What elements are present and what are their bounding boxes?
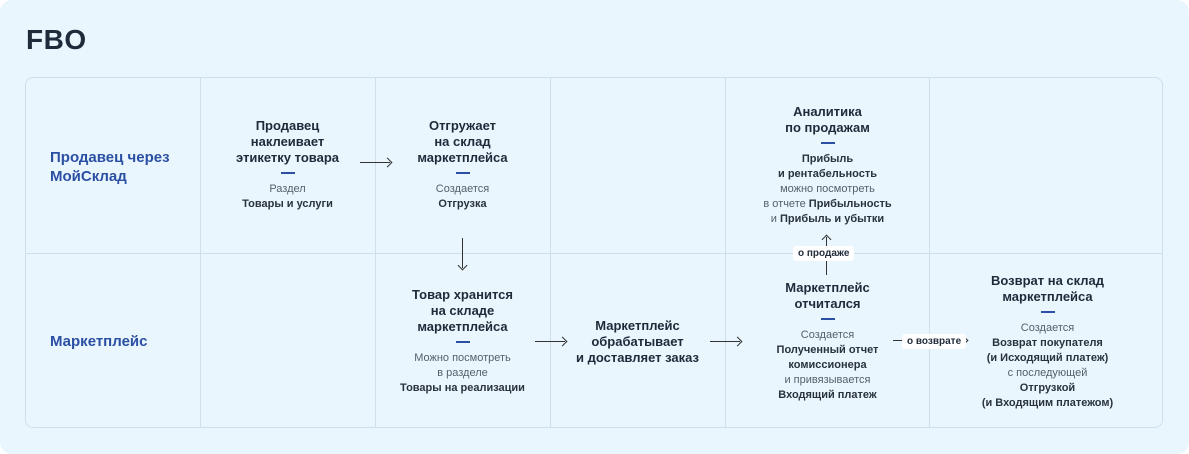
dash-marker [280,172,295,174]
column-divider [200,77,201,428]
arrow-down-icon [462,238,463,268]
column-divider [725,77,726,428]
node-heading: Аналитика по продажам [785,104,870,135]
row-divider [25,253,1163,254]
node-return-to-warehouse: Возврат на склад маркетплейса Создается … [950,273,1145,411]
dash-marker [820,318,835,320]
node-heading: Товар хранится на складе маркетплейса [412,287,513,334]
node-heading: Маркетплейс отчитался [785,280,870,311]
node-marketplace-reported: Маркетплейс отчитался Создается Полученн… [735,280,920,403]
column-divider [375,77,376,428]
row-label-seller: Продавец через МойСклад [50,149,170,185]
column-divider [929,77,930,428]
page-title: FBO [26,24,87,55]
node-sales-analytics: Аналитика по продажам Прибыль и рентабел… [735,104,920,227]
node-heading: Продавец наклеивает этикетку товара [235,118,339,165]
column-divider [550,77,551,428]
flow-grid [25,77,1163,428]
tag-on-sale: о продаже [793,246,855,261]
arrow-right-icon [535,341,565,342]
node-label-product: Продавец наклеивает этикетку товара Разд… [205,118,370,212]
node-ship-to-warehouse: Отгружает на склад маркетплейса Создаетс… [380,118,545,212]
node-heading: Отгружает на склад маркетплейса [417,118,508,165]
tag-on-return: о возврате [902,334,967,349]
node-heading: Маркетплейс обрабатывает и доставляет за… [575,318,700,365]
dash-marker [820,142,835,144]
dash-marker [1040,311,1055,313]
dash-marker [455,341,470,343]
row-label-marketplace: Маркетплейс [50,333,148,350]
node-heading: Возврат на склад маркетплейса [990,273,1105,304]
node-stored-at-warehouse: Товар хранится на складе маркетплейса Мо… [380,287,545,396]
arrow-right-icon [360,162,390,163]
dash-marker [455,172,470,174]
node-process-and-deliver: Маркетплейс обрабатывает и доставляет за… [555,318,720,366]
arrow-right-icon [710,341,740,342]
